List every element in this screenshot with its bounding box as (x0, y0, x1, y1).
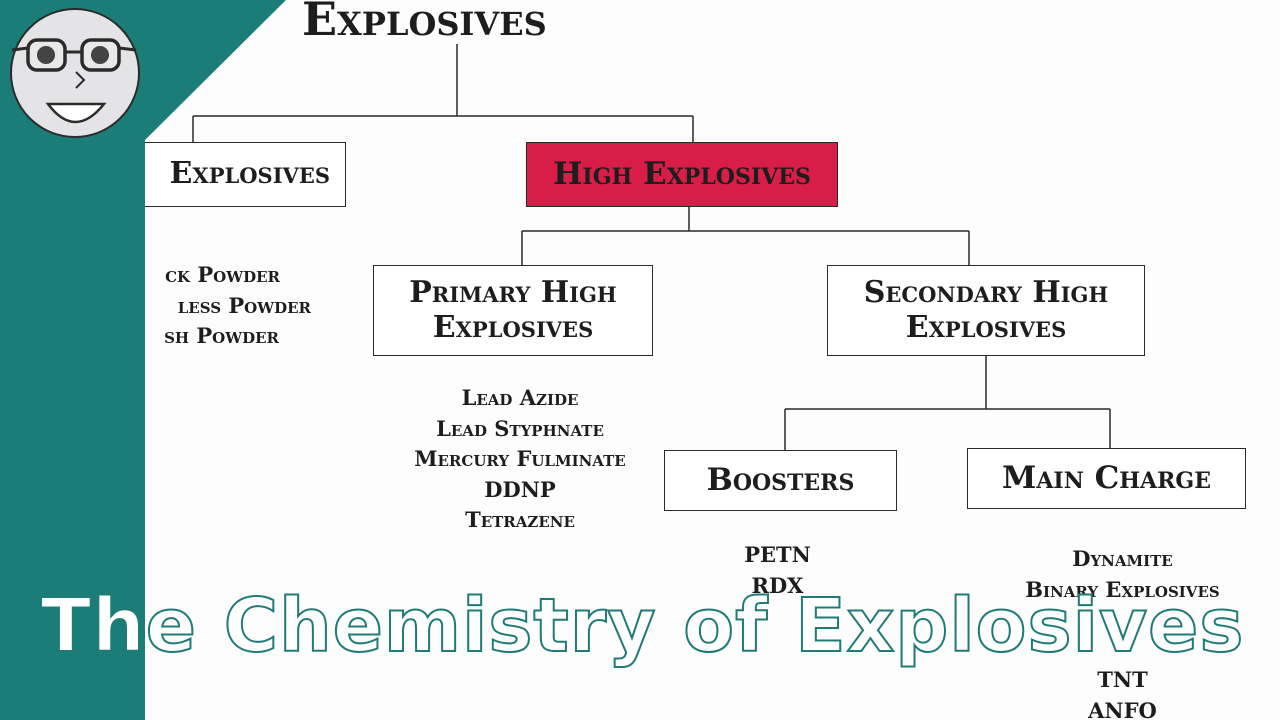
list-item: TNT (1097, 667, 1148, 692)
list-item: Dynamite (1072, 546, 1173, 571)
list-item: Lead Styphnate (436, 415, 604, 441)
list-item: less Powder (177, 292, 311, 318)
list-item: DDNP (484, 476, 556, 502)
list-item: ck Powder (165, 262, 280, 287)
list-item: RDX (751, 572, 804, 598)
secondary-high-explosives-node: Secondary High Explosives (827, 265, 1145, 356)
list-item: Tetrazene (465, 507, 575, 532)
list-item: ANFO (1088, 697, 1157, 720)
boosters-node: Boosters (664, 450, 897, 511)
list-item: Binary Explosives (1025, 576, 1220, 602)
boosters-label: Boosters (706, 461, 855, 498)
list-item: Mercury Fulminate (414, 446, 626, 471)
main-charge-label: Main Charge (1002, 459, 1211, 496)
low-explosives-list: ck Powder less Powder sh Powder (60, 260, 380, 352)
list-item: Lead Azide (461, 385, 579, 410)
video-title: The Chemistry of Explosives (40, 582, 1245, 670)
main-charge-node: Main Charge (967, 448, 1246, 509)
primary-high-explosives-node: Primary High Explosives (373, 265, 653, 356)
cartoon-face-with-glasses-icon (10, 8, 140, 138)
list-item: sh Powder (164, 323, 279, 348)
high-explosives-label: High Explosives (553, 155, 811, 192)
boosters-list: PETN RDX (700, 540, 855, 601)
secondary-line1: Secondary High (863, 275, 1109, 310)
low-explosives-node: Explosives (60, 142, 346, 207)
primary-line1: Primary High (409, 275, 617, 310)
list-item: PETN (744, 542, 811, 567)
primary-explosives-list: Lead Azide Lead Styphnate Mercury Fulmin… (370, 383, 670, 536)
primary-line2: Explosives (432, 309, 594, 345)
main-charge-list: Dynamite Binary Explosives TNT ANFO (980, 544, 1265, 720)
secondary-line2: Explosives (905, 309, 1067, 345)
high-explosives-node: High Explosives (526, 142, 838, 207)
root-node-label: Explosives (302, 0, 547, 46)
low-explosives-label: Explosives (169, 156, 330, 192)
